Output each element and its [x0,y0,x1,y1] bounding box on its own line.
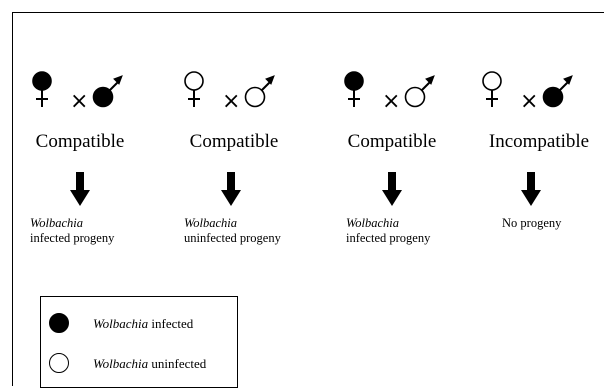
male-infected-icon [542,75,573,108]
legend-label-infected: Wolbachia infected [93,316,193,332]
cross-3-symbols: × [342,70,462,114]
legend: Wolbachia infected Wolbachia uninfected [40,296,238,388]
compatibility-label-2: Compatible [189,131,279,152]
result-text-3: Wolbachia infected progeny [346,216,430,246]
result-outcome: infected progeny [346,231,431,245]
legend-status: infected [151,316,194,331]
result-outcome: infected progeny [30,231,115,245]
result-text-1: Wolbachia infected progeny [30,216,114,246]
filled-circle-icon [49,313,69,333]
result-text-4: No progeny [502,216,561,231]
result-genus: Wolbachia [346,216,400,230]
legend-row-uninfected: Wolbachia uninfected [41,353,237,375]
result-genus: Wolbachia [184,216,238,230]
legend-genus: Wolbachia [93,356,149,371]
cross-4-symbols: × [480,70,600,114]
down-arrow-icon [221,172,241,206]
female-uninfected-icon [184,71,204,107]
result-genus: Wolbachia [30,216,84,230]
down-arrow-icon [521,172,541,206]
result-outcome: uninfected progeny [184,231,281,245]
result-outcome: No progeny [502,216,562,230]
open-circle-icon [49,353,69,373]
male-uninfected-icon [404,75,435,108]
result-text-2: Wolbachia uninfected progeny [184,216,281,246]
cross-symbol: × [520,89,538,114]
down-arrow-icon [70,172,90,206]
legend-row-infected: Wolbachia infected [41,313,237,335]
female-uninfected-icon [482,71,502,107]
legend-genus: Wolbachia [93,316,149,331]
cross-1-symbols: × [30,70,150,114]
cross-symbol: × [382,89,400,114]
male-uninfected-icon [244,75,275,108]
male-infected-icon [92,75,123,108]
down-arrow-icon [382,172,402,206]
legend-status: uninfected [151,356,207,371]
compatibility-label-1: Compatible [35,131,125,152]
legend-label-uninfected: Wolbachia uninfected [93,356,206,372]
female-infected-icon [344,71,364,107]
cross-2-symbols: × [182,70,302,114]
compatibility-label-3: Compatible [347,131,437,152]
diagram-frame [12,12,604,386]
compatibility-label-4: Incompatible [488,131,590,152]
female-infected-icon [32,71,52,107]
cross-symbol: × [70,89,88,114]
cross-symbol: × [222,89,240,114]
